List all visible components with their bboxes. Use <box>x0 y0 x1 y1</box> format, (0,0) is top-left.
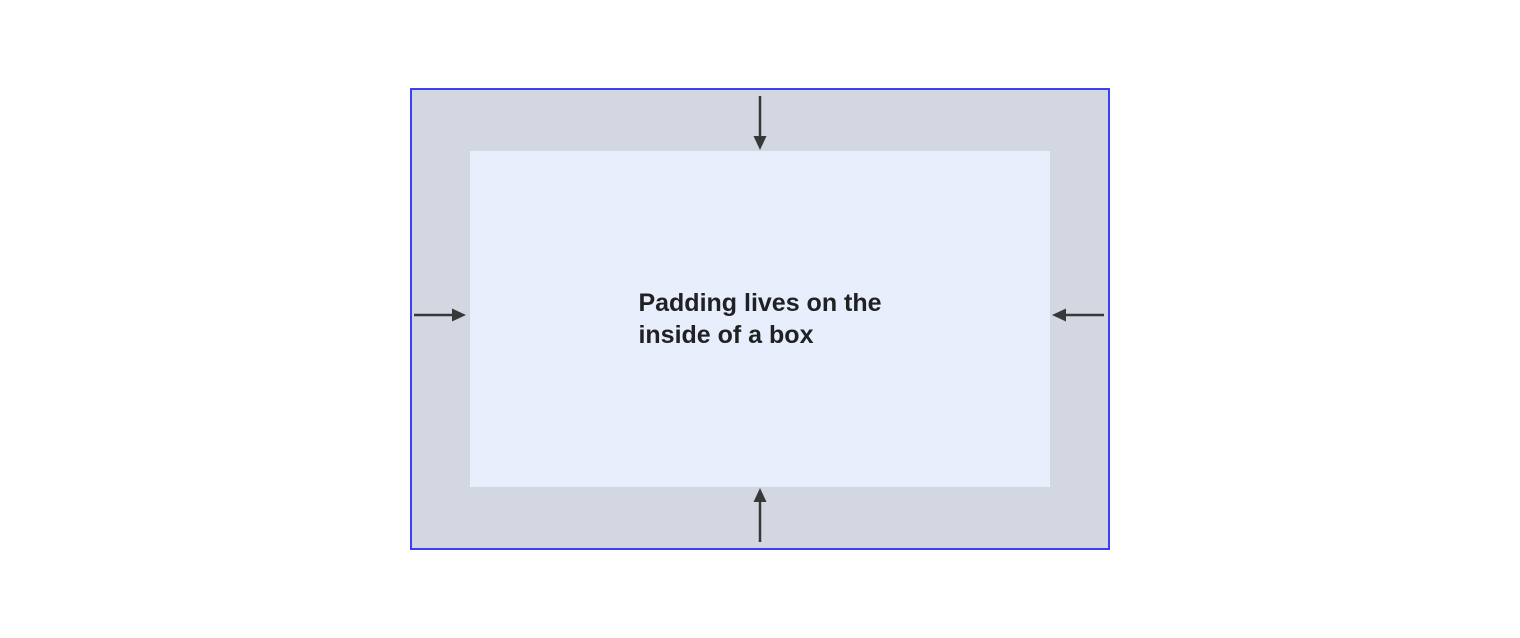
padding-label-line-2: inside of a box <box>638 321 814 349</box>
padding-label-line-1: Padding lives on the <box>638 289 882 317</box>
content-box: Padding lives on the inside of a box <box>470 151 1050 487</box>
left-arrow-right-icon <box>414 307 466 323</box>
padding-label: Padding lives on the inside of a box <box>638 287 881 351</box>
right-arrow-left-icon <box>1052 307 1104 323</box>
bottom-arrow-up-icon <box>752 488 768 542</box>
top-arrow-down-icon <box>752 96 768 150</box>
